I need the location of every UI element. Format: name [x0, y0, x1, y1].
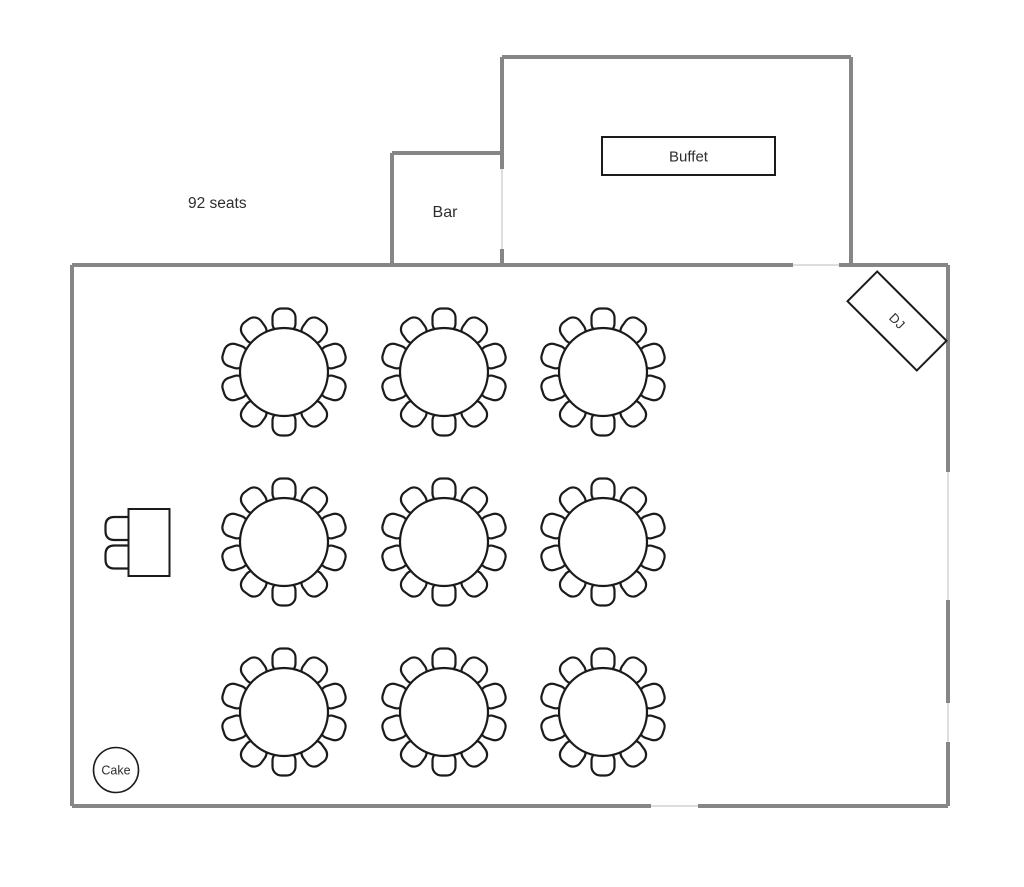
seats-count-label: 92 seats: [188, 195, 247, 212]
round-table-group-7[interactable]: [220, 647, 348, 777]
bar-room-label: Bar: [433, 204, 459, 221]
round-table-group-1[interactable]: [220, 307, 348, 437]
round-table: [238, 496, 330, 588]
chair: [104, 515, 133, 542]
round-table: [557, 326, 649, 418]
round-table-group-8[interactable]: [380, 647, 508, 777]
round-table-group-6[interactable]: [539, 477, 667, 607]
round-table: [398, 326, 490, 418]
round-table: [238, 326, 330, 418]
head-table: [127, 508, 171, 577]
buffet-table[interactable]: [601, 136, 776, 176]
round-table: [398, 496, 490, 588]
round-table-group-5[interactable]: [380, 477, 508, 607]
cake-table-label: Cake: [101, 764, 130, 778]
cake-table[interactable]: [92, 746, 140, 794]
round-table: [398, 666, 490, 758]
round-table-group-9[interactable]: [539, 647, 667, 777]
head-table-group[interactable]: [104, 508, 171, 577]
chair: [104, 544, 133, 570]
round-table: [557, 666, 649, 758]
round-table-group-2[interactable]: [380, 307, 508, 437]
round-table: [557, 496, 649, 588]
round-table-group-3[interactable]: [539, 307, 667, 437]
furniture-layer: [92, 136, 948, 794]
door-openings-layer: [501, 169, 949, 807]
walls-layer: [70, 55, 950, 808]
round-table-group-4[interactable]: [220, 477, 348, 607]
buffet-table-label: Buffet: [669, 149, 709, 166]
round-table: [238, 666, 330, 758]
dj-booth[interactable]: [846, 270, 948, 372]
